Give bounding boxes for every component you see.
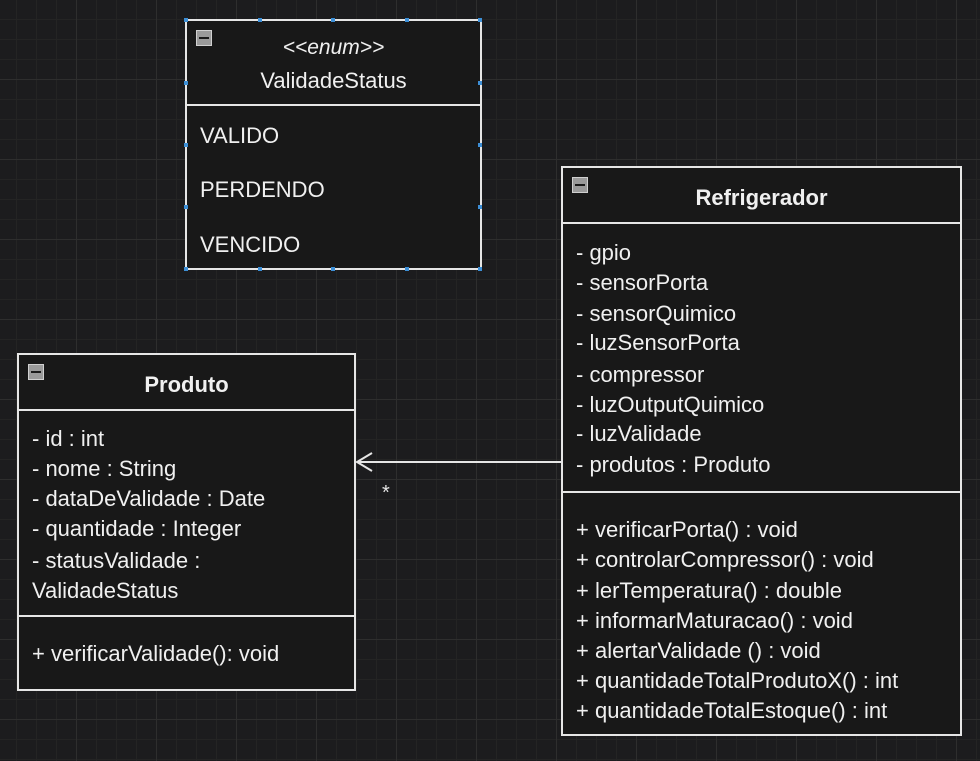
enum-separator — [187, 104, 480, 106]
attribute: ValidadeStatus — [32, 578, 179, 603]
attribute: - luzSensorPorta — [576, 330, 740, 355]
selection-handle[interactable] — [184, 143, 188, 147]
enum-value: PERDENDO — [200, 177, 325, 202]
attribute: - quantidade : Integer — [32, 516, 242, 541]
class-separator — [19, 409, 354, 411]
attribute: - dataDeValidade : Date — [32, 486, 266, 511]
attribute: - statusValidade : — [32, 548, 201, 573]
attribute: - id : int — [32, 426, 105, 451]
method: + informarMaturacao() : void — [576, 608, 853, 633]
class-refrigerador-box[interactable]: Refrigerador - gpio - sensorPorta - sens… — [561, 166, 962, 736]
association-multiplicity: * — [382, 482, 390, 504]
enum-value: VALIDO — [200, 123, 280, 148]
selection-handle[interactable] — [478, 18, 482, 22]
method: + quantidadeTotalEstoque() : int — [576, 698, 888, 723]
attribute: - gpio — [576, 240, 632, 265]
association-arrowhead — [355, 452, 373, 472]
selection-handle[interactable] — [331, 18, 335, 22]
enum-validadestatus-box[interactable]: <<enum>> ValidadeStatus VALIDO PERDENDO … — [185, 19, 482, 270]
class-name: Refrigerador — [695, 185, 828, 210]
selection-handle[interactable] — [184, 205, 188, 209]
selection-handle[interactable] — [405, 18, 409, 22]
selection-handle[interactable] — [184, 81, 188, 85]
selection-handle[interactable] — [258, 267, 262, 271]
selection-handle[interactable] — [405, 267, 409, 271]
class-separator — [563, 491, 960, 493]
enum-stereotype: <<enum>> — [282, 36, 385, 59]
selection-handle[interactable] — [478, 205, 482, 209]
selection-handle[interactable] — [184, 267, 188, 271]
selection-handle[interactable] — [478, 143, 482, 147]
class-produto-box[interactable]: Produto - id : int - nome : String - dat… — [17, 353, 356, 691]
method: + controlarCompressor() : void — [576, 547, 874, 572]
class-separator — [563, 222, 960, 224]
attribute: - produtos : Produto — [576, 452, 771, 477]
attribute: - sensorQuimico — [576, 301, 737, 326]
selection-handle[interactable] — [184, 18, 188, 22]
method: + verificarValidade(): void — [32, 641, 280, 666]
method: + alertarValidade () : void — [576, 638, 821, 663]
collapse-icon[interactable] — [196, 30, 212, 46]
selection-handle[interactable] — [331, 267, 335, 271]
class-name: Produto — [144, 372, 229, 397]
attribute: - sensorPorta — [576, 270, 709, 295]
class-separator — [19, 615, 354, 617]
selection-handle[interactable] — [258, 18, 262, 22]
attribute: - luzOutputQuimico — [576, 392, 765, 417]
method: + verificarPorta() : void — [576, 517, 798, 542]
method: + lerTemperatura() : double — [576, 578, 842, 603]
attribute: - luzValidade — [576, 421, 702, 446]
collapse-icon[interactable] — [572, 177, 588, 193]
method: + quantidadeTotalProdutoX() : int — [576, 668, 899, 693]
enum-value: VENCIDO — [200, 232, 301, 257]
attribute: - nome : String — [32, 456, 177, 481]
enum-name: ValidadeStatus — [260, 68, 407, 93]
selection-handle[interactable] — [478, 81, 482, 85]
attribute: - compressor — [576, 362, 705, 387]
collapse-icon[interactable] — [28, 364, 44, 380]
selection-handle[interactable] — [478, 267, 482, 271]
